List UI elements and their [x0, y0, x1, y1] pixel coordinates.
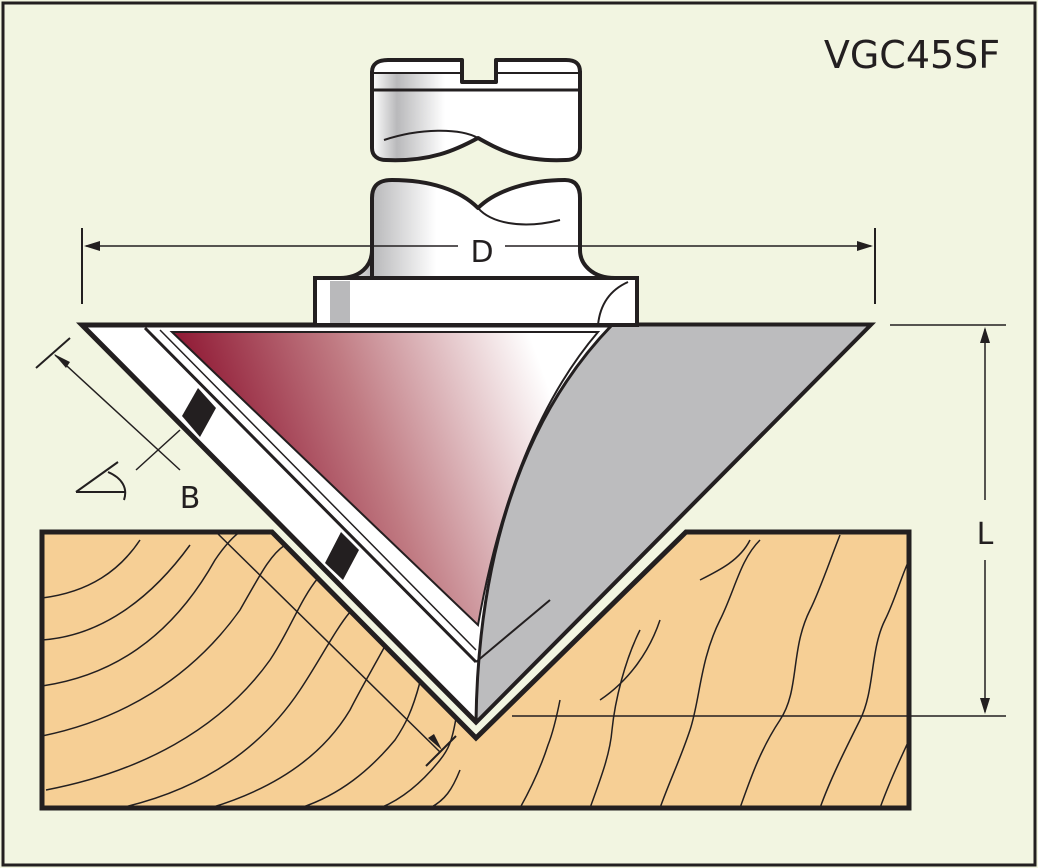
model-title: VGC45SF: [824, 33, 1000, 77]
angle-icon: [75, 461, 127, 501]
flute-tip-line: [475, 599, 551, 663]
shank: [313, 58, 639, 327]
red-carbide-face: [169, 331, 601, 628]
dimension-l-label: L: [977, 517, 994, 552]
carbide-tab-lower: [325, 532, 359, 580]
dimension-b: [35, 337, 457, 767]
cutting-edge-inner-line: [159, 329, 477, 651]
dimension-d-label: D: [470, 235, 493, 270]
dimension-d: [81, 228, 876, 304]
collar-shade: [330, 281, 350, 323]
grey-flute: [474, 323, 872, 724]
dimension-l: [512, 324, 1006, 717]
cutter-head: [75, 322, 877, 726]
shank-collar: [313, 276, 639, 327]
carbide-tab-upper: [182, 388, 216, 437]
cutting-edge-line: [143, 326, 478, 664]
wood-workpiece: [39, 529, 912, 811]
shank-upper: [370, 70, 582, 163]
shank-lower: [338, 178, 617, 280]
wood-grain: [42, 532, 909, 808]
dimension-b-label: B: [180, 481, 201, 516]
